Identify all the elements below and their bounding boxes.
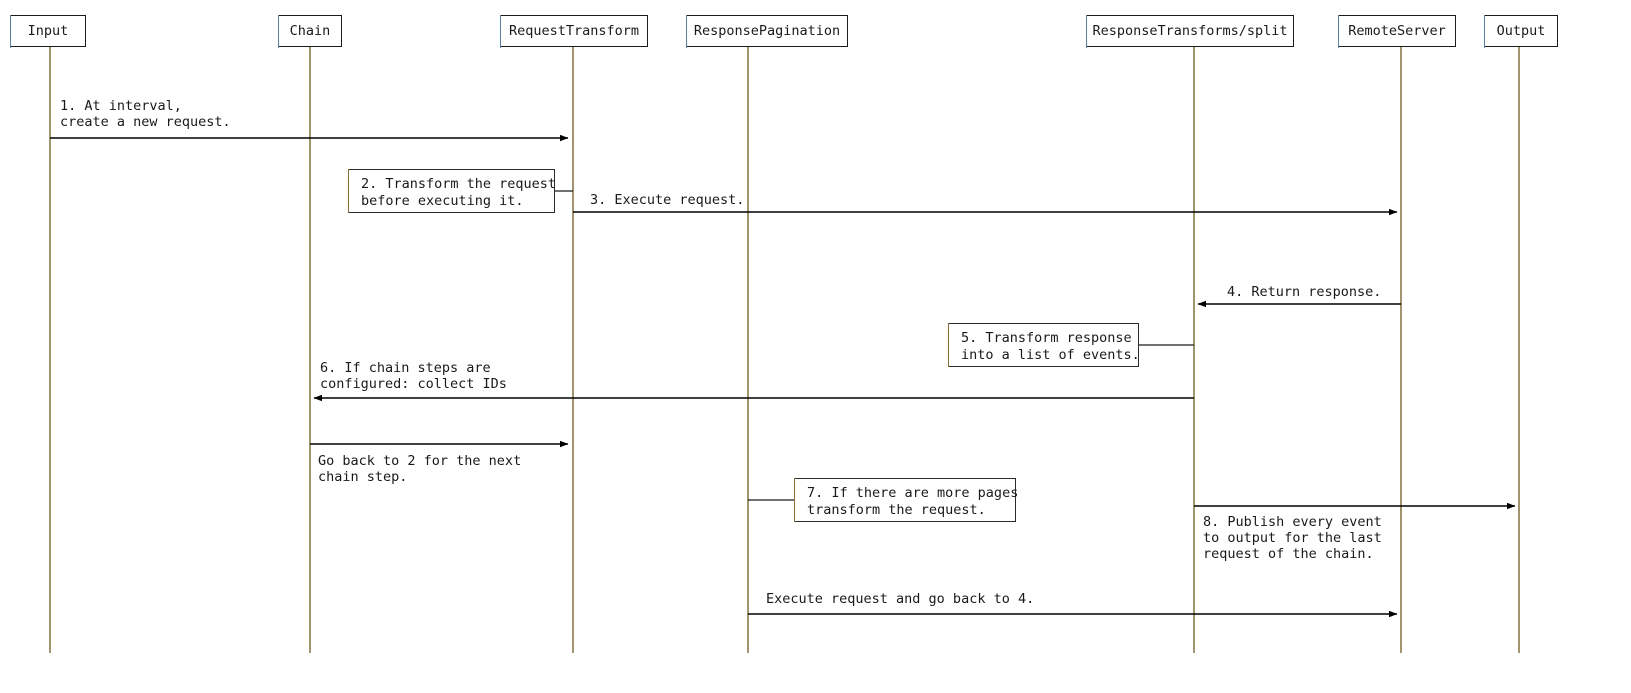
participant-label: Output bbox=[1496, 23, 1546, 39]
message-label-m1: 1. At interval, create a new request. bbox=[60, 98, 231, 130]
note-text: 5. Transform response into a list of eve… bbox=[961, 330, 1140, 363]
participant-label: ResponsePagination bbox=[693, 23, 841, 39]
participant-chain[interactable]: Chain bbox=[277, 14, 342, 48]
participant-label: ResponseTransforms/split bbox=[1092, 23, 1288, 39]
participant-label: Input bbox=[27, 23, 69, 39]
participant-remote[interactable]: RemoteServer bbox=[1337, 14, 1456, 48]
participant-output[interactable]: Output bbox=[1483, 14, 1558, 48]
message-label-m3: 3. Execute request. bbox=[590, 192, 745, 208]
participant-respTrans[interactable]: ResponseTransforms/split bbox=[1085, 14, 1294, 48]
note-connectors-group bbox=[555, 190, 1194, 501]
participant-respPage[interactable]: ResponsePagination bbox=[685, 14, 848, 48]
note-box-n2: 2. Transform the request before executin… bbox=[347, 168, 557, 214]
note-box-n5: 5. Transform response into a list of eve… bbox=[947, 322, 1140, 368]
note-box-n7: 7. If there are more pages transform the… bbox=[793, 477, 1019, 523]
lifelines-group bbox=[49, 47, 1520, 653]
message-label-m6: 6. If chain steps are configured: collec… bbox=[320, 360, 507, 392]
participant-reqtrans[interactable]: RequestTransform bbox=[499, 14, 648, 48]
participant-input[interactable]: Input bbox=[9, 14, 86, 48]
message-arrows-group bbox=[50, 134, 1516, 618]
message-label-m-goback2: Go back to 2 for the next chain step. bbox=[318, 453, 522, 485]
message-label-m4: 4. Return response. bbox=[1227, 284, 1382, 300]
participant-label: Chain bbox=[289, 23, 331, 39]
participant-label: RequestTransform bbox=[508, 23, 640, 39]
message-label-m8: 8. Publish every event to output for the… bbox=[1203, 514, 1382, 562]
participant-label: RemoteServer bbox=[1348, 23, 1446, 39]
note-text: 7. If there are more pages transform the… bbox=[807, 485, 1019, 518]
note-text: 2. Transform the request before executin… bbox=[361, 176, 557, 209]
message-label-m-goback4: Execute request and go back to 4. bbox=[766, 591, 1035, 607]
